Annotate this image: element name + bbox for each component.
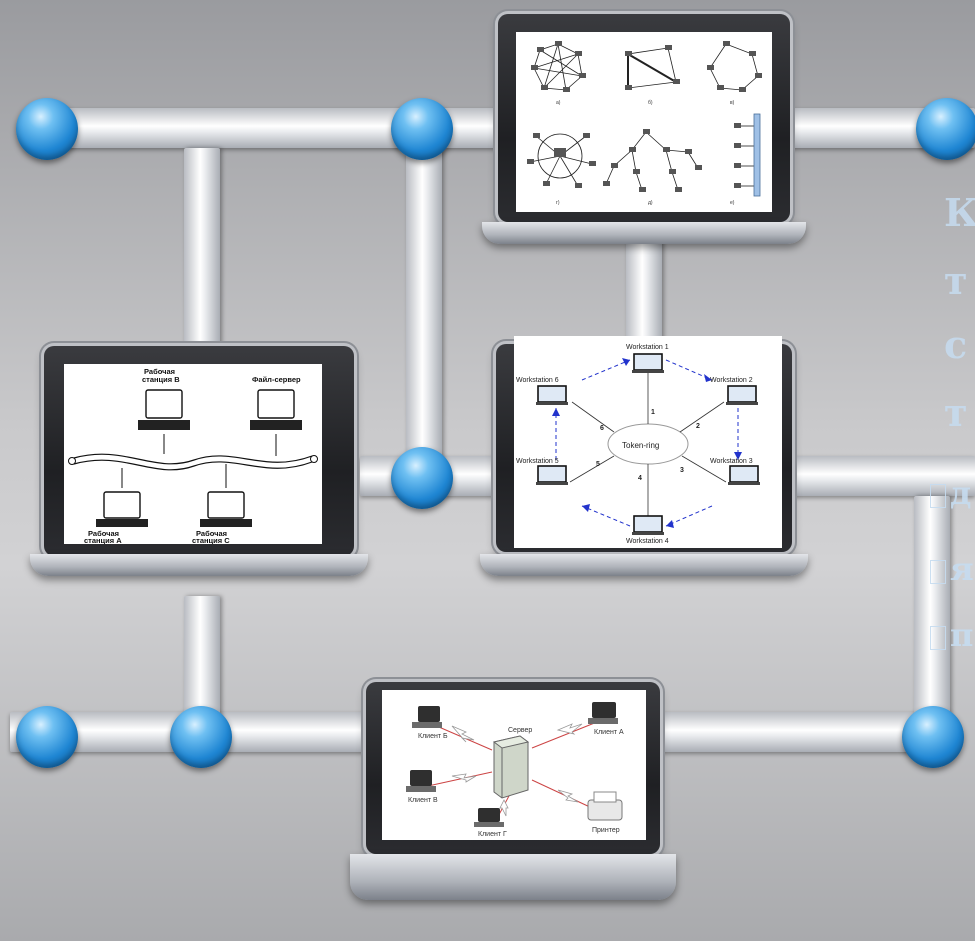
network-node bbox=[391, 98, 453, 160]
client-server-diagram: Сервер Клиент А Клиент Б Клиент В Клиент… bbox=[382, 690, 646, 840]
workstation-3-label: Workstation 3 bbox=[710, 458, 753, 465]
side-bullet-3: п bbox=[930, 616, 973, 654]
laptop-client-server: Сервер Клиент А Клиент Б Клиент В Клиент… bbox=[350, 682, 676, 912]
pipe-vertical-left-top bbox=[184, 148, 220, 358]
token-ring-label: Token-ring bbox=[622, 441, 659, 450]
client-g-label: Клиент Г bbox=[478, 831, 507, 838]
side-bullet-1-text: д bbox=[950, 474, 972, 512]
segment-1: 1 bbox=[651, 409, 655, 416]
workstation-6-label: Workstation 6 bbox=[516, 377, 559, 384]
pipe-vertical-center bbox=[406, 148, 442, 468]
segment-6: 6 bbox=[600, 425, 604, 432]
side-bullet-2: я bbox=[930, 550, 974, 588]
caption-e: е) bbox=[730, 200, 735, 206]
caption-v: в) bbox=[730, 100, 735, 106]
side-text-line-4: т bbox=[944, 390, 968, 435]
pipe-vertical-right-top bbox=[626, 240, 662, 350]
pipe-bottom-right bbox=[660, 712, 940, 752]
network-node bbox=[902, 706, 964, 768]
caption-a: а) bbox=[556, 100, 561, 106]
caption-b: б) bbox=[648, 100, 653, 106]
workstation-1-label: Workstation 1 bbox=[626, 344, 669, 351]
segment-5: 5 bbox=[596, 461, 600, 468]
network-node bbox=[16, 98, 78, 160]
station-b-line1: Рабочая bbox=[144, 367, 175, 376]
segment-4: 4 bbox=[638, 475, 642, 482]
side-text-line-1: К bbox=[944, 190, 975, 235]
token-ring-diagram: Token-ring bbox=[514, 336, 782, 548]
network-node bbox=[170, 706, 232, 768]
client-b-label: Клиент Б bbox=[418, 733, 448, 740]
station-b-line2: станция В bbox=[142, 375, 180, 384]
pipe-vertical-left-bottom bbox=[184, 596, 220, 726]
side-bullet-3-text: п bbox=[950, 616, 974, 654]
laptop-bus: Рабочая станция В Файл-сервер Рабочая ст… bbox=[30, 346, 368, 576]
server-label: Сервер bbox=[508, 727, 532, 734]
side-text-line-2: т bbox=[944, 258, 968, 303]
workstation-5-label: Workstation 5 bbox=[516, 458, 559, 465]
bullet-box-icon bbox=[930, 483, 946, 508]
caption-d: д) bbox=[648, 200, 653, 206]
station-a-line2: станция А bbox=[84, 536, 122, 544]
pipe-vertical-right bbox=[914, 496, 950, 726]
segment-2: 2 bbox=[696, 423, 700, 430]
client-v-label: Клиент В bbox=[408, 797, 438, 804]
caption-g: г) bbox=[556, 200, 560, 206]
laptop-topologies: а) б) в) г) д) е) bbox=[482, 14, 806, 244]
bullet-box-icon bbox=[930, 559, 946, 584]
station-c-line1: Рабочая bbox=[196, 529, 227, 538]
network-node bbox=[916, 98, 975, 160]
side-bullet-2-text: я bbox=[950, 550, 974, 588]
laptop-token-ring: Token-ring bbox=[480, 336, 808, 576]
bullet-box-icon bbox=[930, 625, 946, 650]
side-text-line-3: с bbox=[944, 322, 968, 367]
workstation-4-label: Workstation 4 bbox=[626, 538, 669, 545]
bus-diagram: Рабочая станция В Файл-сервер Рабочая ст… bbox=[64, 364, 322, 544]
workstation-2-label: Workstation 2 bbox=[710, 377, 753, 384]
pipe-middle-right bbox=[790, 456, 975, 496]
side-bullet-1: д bbox=[930, 474, 971, 512]
topologies-diagram: а) б) в) г) д) е) bbox=[516, 32, 772, 212]
station-a-line1: Рабочая bbox=[88, 529, 119, 538]
network-node bbox=[16, 706, 78, 768]
printer-label: Принтер bbox=[592, 827, 620, 834]
file-server-label: Файл-сервер bbox=[252, 375, 301, 384]
network-node bbox=[391, 447, 453, 509]
station-c-line2: станция С bbox=[192, 536, 230, 544]
client-a-label: Клиент А bbox=[594, 729, 624, 736]
segment-3: 3 bbox=[680, 467, 684, 474]
